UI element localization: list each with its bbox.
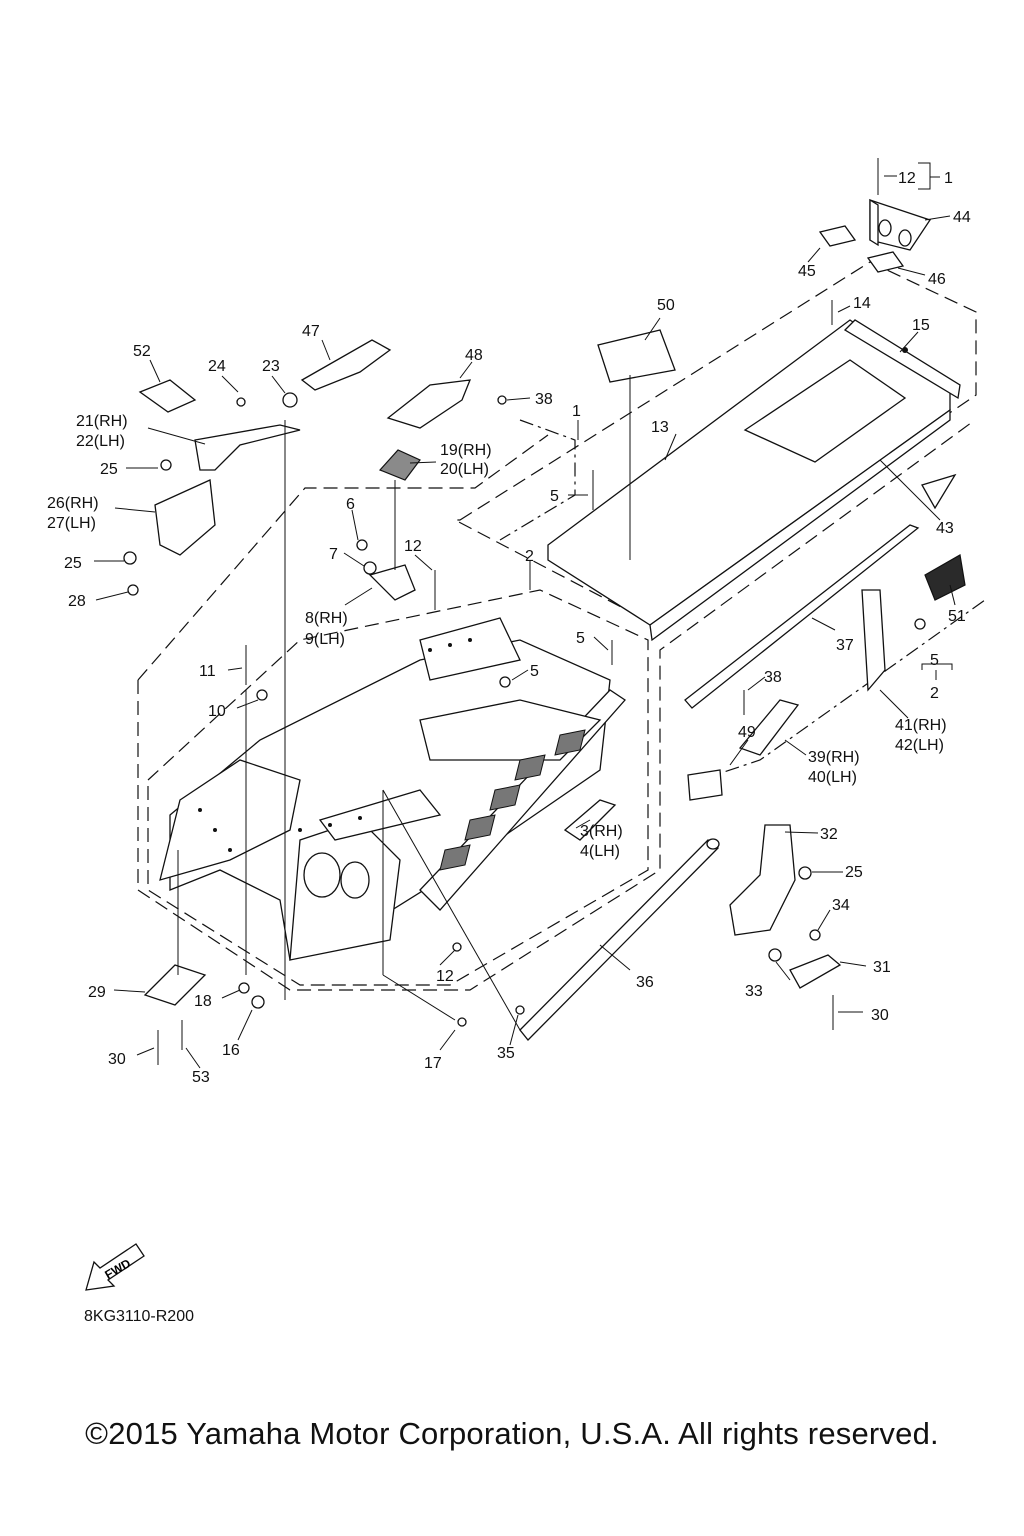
label-17: 17 <box>424 1055 442 1072</box>
part-45 <box>818 225 857 247</box>
label-50: 50 <box>657 297 675 314</box>
part-32 <box>729 824 796 936</box>
side-rail <box>684 524 920 709</box>
label-9: 9(LH) <box>305 631 345 648</box>
label-5a: 5 <box>550 488 559 505</box>
label-18: 18 <box>194 993 212 1010</box>
part-19-20 <box>378 449 421 481</box>
tunnel-top-plate <box>547 319 951 642</box>
label-15: 15 <box>912 317 930 334</box>
part-29 <box>143 964 207 1006</box>
label-45: 45 <box>798 263 816 280</box>
label-48: 48 <box>465 347 483 364</box>
label-11: 11 <box>199 663 216 680</box>
label-29: 29 <box>88 984 106 1001</box>
rod <box>519 838 720 1041</box>
part-48 <box>386 379 472 429</box>
label-3: 3(RH) <box>580 823 623 840</box>
label-7: 7 <box>329 546 338 563</box>
part-8-9 <box>368 564 416 601</box>
label-25a: 25 <box>100 461 118 478</box>
fasteners <box>123 158 926 1065</box>
part-47 <box>300 339 392 391</box>
label-1b: 1 <box>572 403 581 420</box>
part-26-27 <box>154 479 216 556</box>
fwd-arrow-icon: FWD <box>85 1243 145 1291</box>
label-30a: 30 <box>108 1051 126 1068</box>
label-46: 46 <box>928 271 946 288</box>
label-52: 52 <box>133 343 151 360</box>
part-41-42 <box>861 589 886 692</box>
chassis-frame <box>159 617 626 961</box>
label-5d: 5 <box>930 652 939 669</box>
label-35: 35 <box>497 1045 515 1062</box>
label-5b: 5 <box>576 630 585 647</box>
label-49: 49 <box>738 724 756 741</box>
leader-lines <box>94 162 956 1069</box>
diagram-code: 8KG3110-R200 <box>84 1308 194 1325</box>
label-2a: 2 <box>525 548 534 565</box>
label-41: 41(RH) <box>895 717 947 734</box>
label-24: 24 <box>208 358 226 375</box>
label-21: 21(RH) <box>76 413 128 430</box>
part-49 <box>687 769 723 801</box>
part-46 <box>866 251 905 273</box>
part-labels: 1 12 44 45 46 14 15 50 47 48 52 24 23 38… <box>47 170 971 1086</box>
label-8: 8(RH) <box>305 610 348 627</box>
label-47: 47 <box>302 323 320 340</box>
label-27: 27(LH) <box>47 515 96 532</box>
label-33: 33 <box>745 983 763 1000</box>
label-31: 31 <box>873 959 891 976</box>
copyright-notice: ©2015 Yamaha Motor Corporation, U.S.A. A… <box>85 1416 939 1451</box>
label-37: 37 <box>836 637 854 654</box>
part-21-22 <box>194 424 301 471</box>
label-14: 14 <box>853 295 871 312</box>
label-38b: 38 <box>764 669 782 686</box>
label-22: 22(LH) <box>76 433 125 450</box>
label-12b: 12 <box>404 538 422 555</box>
label-23: 23 <box>262 358 280 375</box>
rear-bumper-bar <box>843 319 961 400</box>
label-1a: 1 <box>944 170 953 187</box>
assembly-outlines <box>137 261 986 991</box>
label-51: 51 <box>948 608 966 625</box>
label-4: 4(LH) <box>580 843 620 860</box>
label-26: 26(RH) <box>47 495 99 512</box>
label-28: 28 <box>68 593 86 610</box>
label-32: 32 <box>820 826 838 843</box>
label-10: 10 <box>208 703 226 720</box>
label-16: 16 <box>222 1042 240 1059</box>
label-20: 20(LH) <box>440 461 489 478</box>
part-31 <box>789 954 842 989</box>
label-2b: 2 <box>930 685 939 702</box>
label-53: 53 <box>192 1069 210 1086</box>
part-39-40 <box>738 699 800 756</box>
label-39: 39(RH) <box>808 749 860 766</box>
part-43 <box>921 473 957 510</box>
part-52 <box>138 379 197 413</box>
label-30b: 30 <box>871 1007 889 1024</box>
label-40: 40(LH) <box>808 769 857 786</box>
part-44 <box>869 198 932 251</box>
label-13: 13 <box>651 419 669 436</box>
label-25c: 25 <box>845 864 863 881</box>
part-51 <box>924 554 966 601</box>
label-34: 34 <box>832 897 850 914</box>
label-5c: 5 <box>530 663 539 680</box>
label-43: 43 <box>936 520 954 537</box>
label-36: 36 <box>636 974 654 991</box>
label-25b: 25 <box>64 555 82 572</box>
label-42: 42(LH) <box>895 737 944 754</box>
label-19: 19(RH) <box>440 442 492 459</box>
part-50 <box>597 329 676 383</box>
label-12a: 12 <box>898 170 916 187</box>
label-12c: 12 <box>436 968 454 985</box>
label-38a: 38 <box>535 391 553 408</box>
label-6: 6 <box>346 496 355 513</box>
label-44: 44 <box>953 209 971 226</box>
